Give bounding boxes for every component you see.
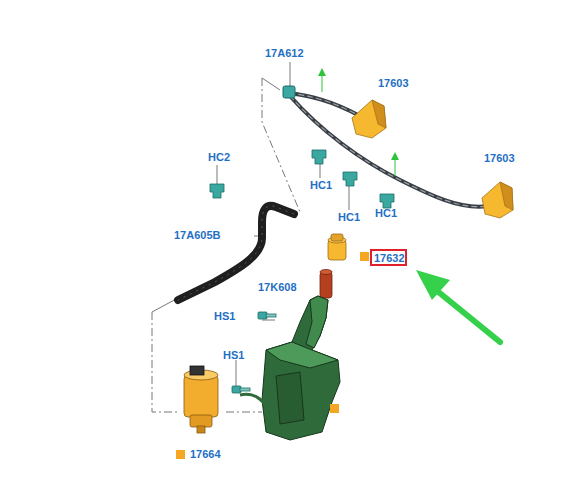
- callout-number: 17603: [484, 152, 515, 165]
- callout-number: 17664: [190, 448, 221, 461]
- callout-number: 17A612: [265, 47, 304, 60]
- marker-square: [176, 252, 369, 459]
- callout-number: HC1: [375, 207, 397, 220]
- callout-number: HS1: [223, 349, 244, 362]
- callout-number: HC1: [338, 211, 360, 224]
- callout-number: HC2: [208, 151, 230, 164]
- callout-number: 17632: [374, 252, 403, 265]
- washer-reservoir: [240, 296, 340, 440]
- callout-number: 17A605B: [174, 229, 220, 242]
- pointer-arrow: [416, 270, 500, 342]
- hose-clip: [210, 150, 394, 208]
- filler-neck-seal: [320, 270, 332, 299]
- washer-pump: [184, 366, 218, 433]
- filler-cap: [328, 234, 346, 260]
- callout-number: 17K608: [258, 281, 297, 294]
- callout-number: 17603: [378, 77, 409, 90]
- callout-number: HC1: [310, 179, 332, 192]
- callout-number: HS1: [214, 310, 235, 323]
- washer-hose: [290, 93, 488, 207]
- hose-connector: [283, 86, 295, 98]
- highlight-box: 17632: [370, 249, 407, 266]
